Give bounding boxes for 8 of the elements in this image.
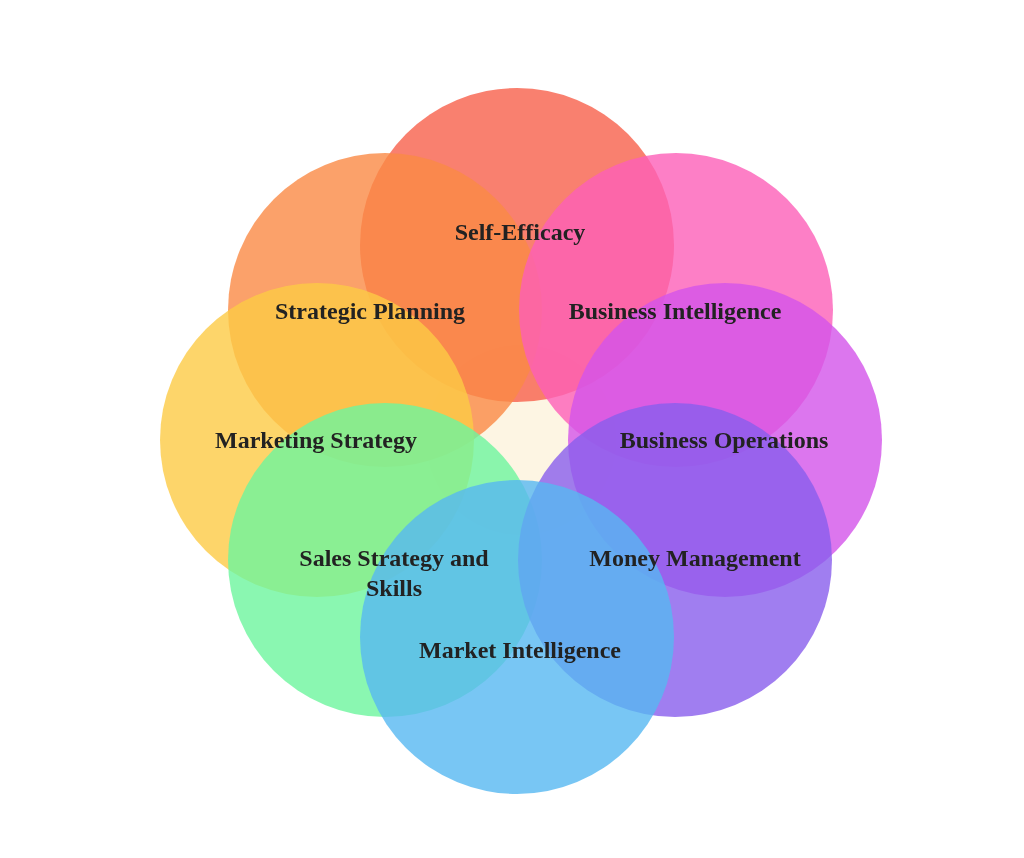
circle-label: Strategic Planning (275, 297, 465, 326)
circle-label: Money Management (589, 544, 801, 573)
circle-label: Business Intelligence (568, 297, 782, 326)
circle-label: Business Operations (619, 426, 829, 455)
circle-label: Sales Strategy and Skills (298, 544, 490, 603)
circle-label: Marketing Strategy (215, 426, 417, 455)
circle-label: Self-Efficacy (454, 218, 586, 247)
circle-label: Market Intelligence (419, 636, 621, 665)
